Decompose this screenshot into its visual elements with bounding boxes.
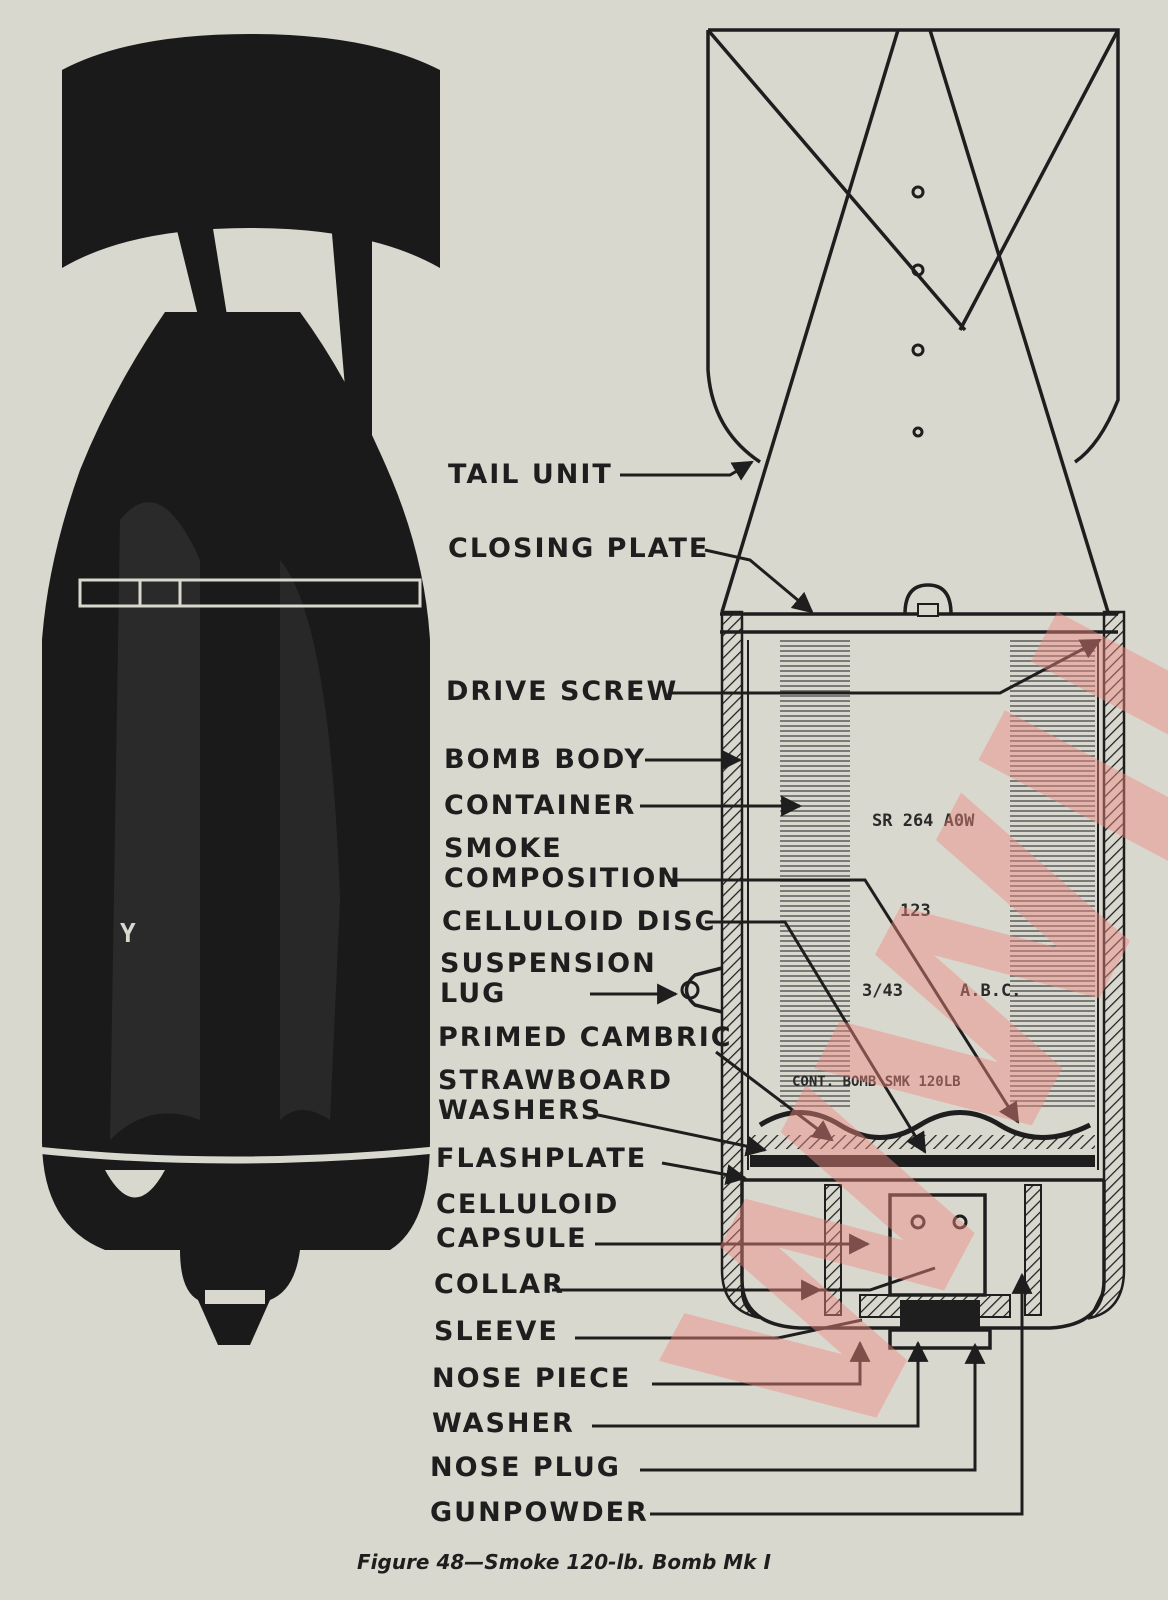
stencil-marking: CONT. BOMB SMK 120LB [792, 1074, 961, 1090]
label-smoke: SMOKE [444, 833, 563, 864]
label-strawboard: STRAWBOARD [438, 1065, 673, 1096]
label-suspension: SUSPENSION [440, 948, 657, 979]
svg-text:Y: Y [120, 919, 136, 949]
label-drive-screw: DRIVE SCREW [446, 676, 678, 707]
label-gunpowder: GUNPOWDER [430, 1497, 649, 1528]
stencil-marking: 3/43 [862, 981, 903, 1001]
label-closing-plate: CLOSING PLATE [448, 533, 709, 564]
rivet-hole [911, 343, 925, 357]
bomb-section-view: SR 264 A0W 123 A.B.C. 3/43 CONT. BOMB SM… [680, 28, 1126, 1350]
label-container: CONTAINER [444, 790, 636, 821]
figure-caption: Figure 48—Smoke 120-lb. Bomb Mk I [357, 1550, 771, 1574]
label-celluloid: CELLULOID [436, 1189, 619, 1220]
label-composition: COMPOSITION [444, 863, 682, 894]
label-nose-plug: NOSE PLUG [430, 1452, 621, 1483]
part-labels: TAIL UNIT CLOSING PLATE DRIVE SCREW BOMB… [430, 459, 733, 1528]
label-collar: COLLAR [434, 1269, 565, 1300]
rivet-hole [911, 263, 925, 277]
label-nose-piece: NOSE PIECE [432, 1363, 631, 1394]
label-celluloid-disc: CELLULOID DISC [442, 906, 716, 937]
rivet-hole [912, 426, 924, 438]
label-washers: WASHERS [438, 1095, 602, 1126]
rivet-hole [911, 185, 925, 199]
label-primed-cambric: PRIMED CAMBRIC [438, 1022, 733, 1053]
label-bomb-body: BOMB BODY [444, 744, 646, 775]
leader-lines [552, 460, 1102, 1516]
label-tail-unit: TAIL UNIT [448, 459, 613, 490]
stencil-marking: 123 [900, 901, 931, 921]
stencil-marking: SR 264 A0W [872, 811, 975, 831]
label-capsule: CAPSULE [436, 1223, 588, 1254]
label-sleeve: SLEEVE [434, 1316, 559, 1347]
label-lug: LUG [440, 978, 506, 1009]
bomb-exterior-view: Y [35, 34, 440, 1345]
stencil-marking: A.B.C. [960, 981, 1021, 1001]
label-washer: WASHER [432, 1408, 575, 1439]
label-flashplate: FLASHPLATE [436, 1143, 647, 1174]
